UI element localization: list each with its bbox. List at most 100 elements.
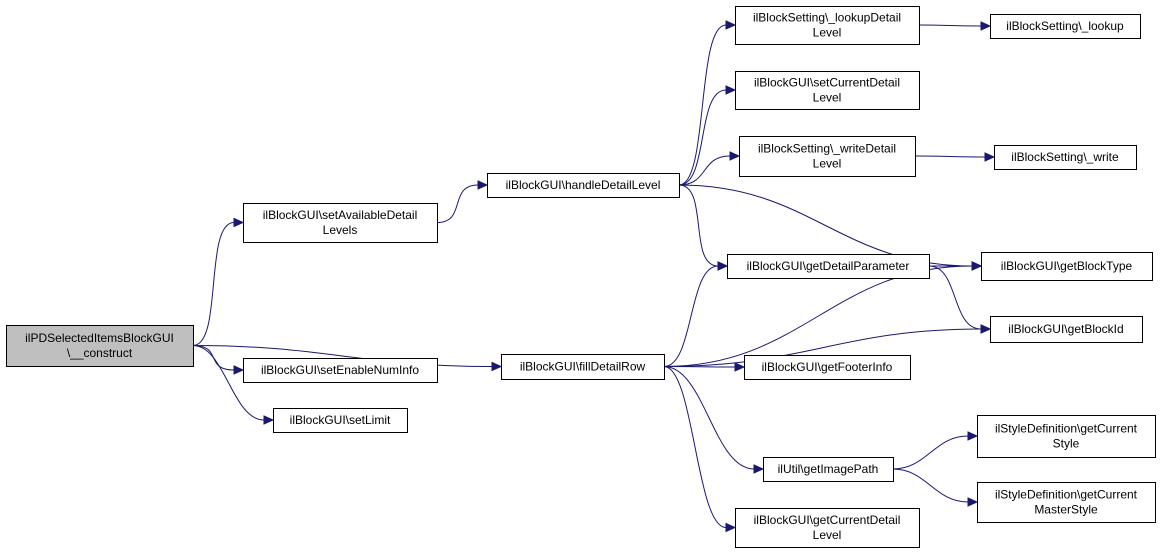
node-label: ilBlockGUI\setCurrentDetail (754, 76, 900, 90)
node-box (744, 355, 911, 380)
node-box (739, 136, 916, 177)
node-label: ilBlockSetting\_lookup (1006, 19, 1124, 33)
edge-lookup-detail-level-to-lookup (918, 24, 982, 27)
node-box (273, 408, 408, 433)
node-write[interactable]: ilBlockSetting\_write (994, 145, 1137, 170)
node-box (6, 325, 194, 367)
node-label: Level (813, 26, 842, 40)
arrowhead (233, 217, 245, 228)
node-box (501, 354, 665, 380)
node-label: ilBlockGUI\setEnableNumInfo (261, 363, 419, 377)
edge-handle-detail-level-to-get-detail-parameter (678, 184, 719, 267)
arrowhead (477, 180, 489, 190)
node-get-footer-info[interactable]: ilBlockGUI\getFooterInfo (744, 355, 911, 380)
node-label: ilBlockGUI\getCurrentDetail (754, 513, 901, 527)
arrowhead (263, 415, 275, 425)
arrowhead (967, 497, 979, 507)
node-label: ilUtil\getImagePath (778, 462, 879, 476)
node-get-block-type[interactable]: ilBlockGUI\getBlockType (981, 252, 1153, 281)
edge-write-detail-level-to-write (914, 155, 986, 158)
node-box (977, 482, 1156, 523)
node-label: ilBlockSetting\_writeDetail (758, 142, 896, 156)
node-set-limit[interactable]: ilBlockGUI\setLimit (273, 408, 408, 433)
edge-get-image-path-to-get-current-master-style (892, 468, 969, 503)
node-get-block-id[interactable]: ilBlockGUI\getBlockId (990, 316, 1143, 343)
node-box (735, 6, 920, 45)
arrowhead (717, 261, 729, 271)
node-label: Level (813, 91, 842, 105)
node-fill-detail-row[interactable]: ilBlockGUI\fillDetailRow (501, 354, 665, 380)
arrowhead (734, 362, 746, 372)
node-label: ilBlockSetting\_lookupDetail (753, 11, 901, 25)
node-label: Level (813, 528, 842, 542)
node-handle-detail-level[interactable]: ilBlockGUI\handleDetailLevel (487, 173, 680, 198)
node-root[interactable]: ilPDSelectedItemsBlockGUI\__construct (6, 325, 194, 367)
arrowhead (725, 85, 737, 95)
node-label: Levels (323, 223, 358, 237)
node-label: \__construct (67, 346, 133, 360)
edge-get-detail-parameter-to-get-block-id (928, 265, 982, 330)
node-box (990, 14, 1141, 39)
edge-root-to-set-limit (192, 345, 265, 421)
edge-fill-detail-row-to-get-current-detail-level (663, 366, 727, 528)
node-label: ilPDSelectedItemsBlockGUI (25, 331, 174, 345)
node-label: ilBlockSetting\_write (1011, 150, 1119, 164)
nodes-layer: ilPDSelectedItemsBlockGUI\__construct ilB… (6, 6, 1156, 548)
node-label: ilBlockGUI\setLimit (290, 413, 391, 427)
node-get-detail-parameter[interactable]: ilBlockGUI\getDetailParameter (727, 254, 930, 279)
edge-fill-detail-row-to-get-detail-parameter (663, 265, 719, 367)
arrowhead (971, 261, 983, 271)
node-get-image-path[interactable]: ilUtil\getImagePath (763, 457, 894, 482)
arrowhead (491, 361, 503, 372)
arrowhead (725, 20, 737, 30)
arrowhead (725, 522, 737, 533)
node-box (994, 145, 1137, 170)
node-label: ilStyleDefinition\getCurrent (995, 488, 1138, 502)
edge-set-available-detail-levels-to-handle-detail-level (436, 184, 479, 223)
node-label: ilStyleDefinition\getCurrent (995, 422, 1138, 436)
node-label: ilBlockGUI\setAvailableDetail (263, 208, 418, 222)
node-lookup[interactable]: ilBlockSetting\_lookup (990, 14, 1141, 39)
edge-handle-detail-level-to-set-current-detail-level (678, 89, 727, 186)
edge-fill-detail-row-to-get-block-id (663, 328, 982, 367)
node-label: Style (1053, 437, 1080, 451)
node-label: Level (813, 157, 842, 171)
node-box (977, 415, 1156, 458)
arrowhead (984, 152, 996, 162)
edge-root-to-set-available-detail-levels (192, 222, 235, 346)
edge-handle-detail-level-to-write-detail-level (678, 155, 731, 186)
edge-get-image-path-to-get-current-style (892, 435, 969, 470)
node-label: MasterStyle (1034, 503, 1098, 517)
edge-handle-detail-level-to-lookup-detail-level (678, 24, 727, 186)
node-box (735, 508, 920, 548)
edge-fill-detail-row-to-get-footer-info (663, 366, 736, 368)
node-box (727, 254, 930, 279)
node-box (990, 316, 1143, 343)
node-label: ilBlockGUI\getFooterInfo (762, 360, 893, 374)
node-label: ilBlockGUI\getDetailParameter (747, 259, 910, 273)
arrowhead (233, 365, 245, 375)
node-box (735, 71, 920, 110)
arrowhead (980, 21, 992, 31)
arrowhead (753, 464, 765, 474)
edge-handle-detail-level-to-get-block-type (678, 184, 973, 267)
arrowhead (980, 324, 992, 334)
node-box (763, 457, 894, 482)
edge-fill-detail-row-to-get-block-type (663, 265, 973, 367)
node-label: ilBlockGUI\getBlockId (1008, 322, 1123, 336)
node-box (243, 203, 438, 243)
node-box (243, 358, 438, 383)
edge-root-to-fill-detail-row (192, 345, 493, 367)
node-label: ilBlockGUI\fillDetailRow (520, 360, 646, 374)
arrowhead (967, 431, 979, 441)
node-set-enable-num-info[interactable]: ilBlockGUI\setEnableNumInfo (243, 358, 438, 383)
arrowhead (729, 151, 741, 161)
